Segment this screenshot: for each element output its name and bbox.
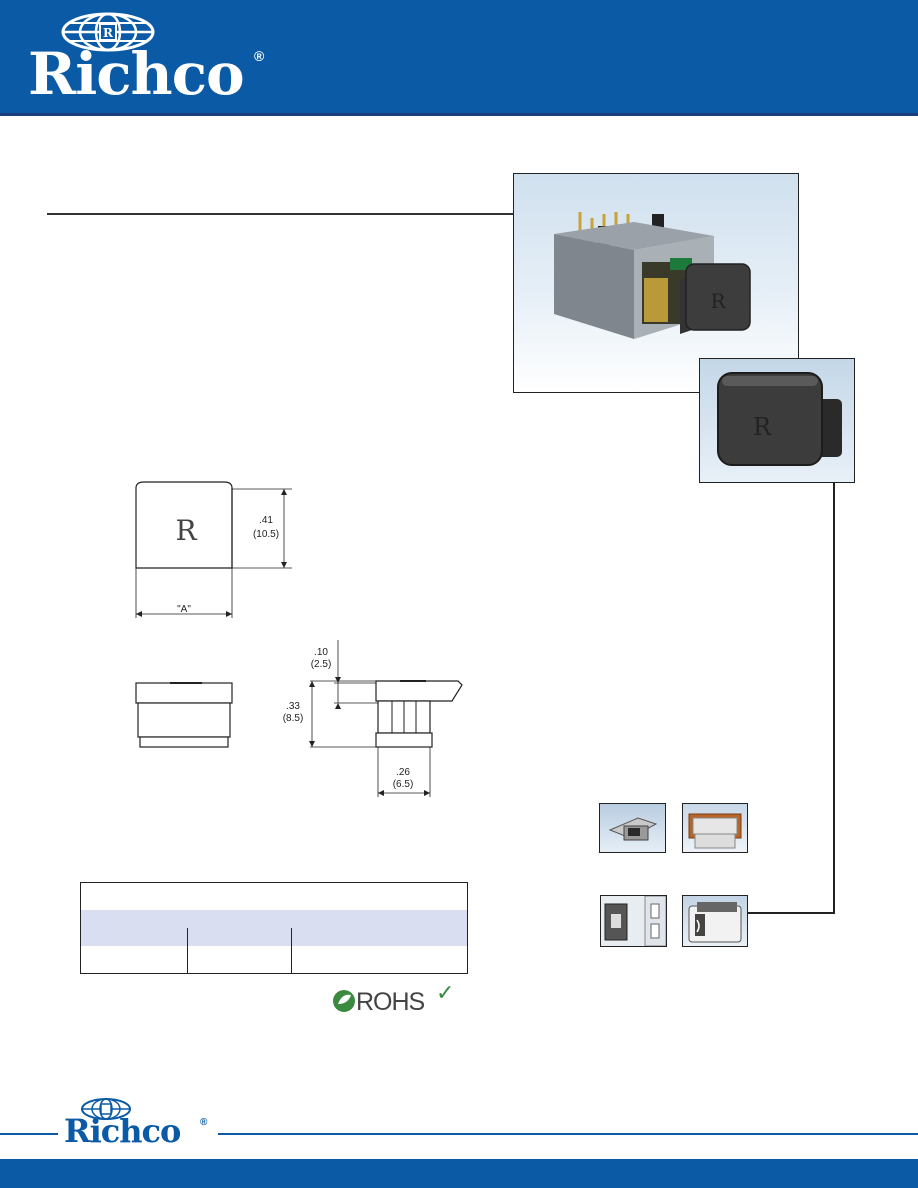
svg-text:R: R: [710, 289, 726, 313]
header-registered-mark: ®: [254, 48, 265, 64]
globe-icon: [81, 1098, 131, 1120]
spec-table: [80, 882, 468, 975]
spec-table-col-divider: [291, 928, 292, 974]
drawing-side-view: [309, 640, 463, 797]
product-photo-main: R: [513, 173, 799, 393]
section-rule: [47, 213, 515, 215]
spec-table-col-divider: [187, 928, 188, 974]
plug-closeup-illustration: R: [717, 372, 842, 466]
product-photo-closeup: R: [699, 358, 855, 483]
callout-line-horizontal: [748, 912, 835, 914]
footer-rule: [0, 1133, 918, 1135]
dim-height-mm: (10.5): [252, 529, 280, 540]
application-thumbnail-cap: [682, 895, 748, 947]
connector-illustration: R: [554, 212, 751, 339]
rohs-badge: ROHS ✓: [332, 981, 458, 1019]
dim-leg-mm: (6.5): [392, 779, 414, 790]
footer-logo-text: Richco: [64, 1112, 181, 1150]
rohs-label: ROHS: [356, 988, 425, 1016]
footer-registered-mark: ®: [200, 1117, 208, 1128]
application-thumbnail-sealed-plug: [682, 803, 748, 853]
svg-text:R: R: [103, 26, 114, 40]
application-thumbnail-usb-plug: [599, 803, 666, 853]
dim-lip-mm: (2.5): [310, 659, 332, 670]
spec-table-title-row: [80, 882, 468, 912]
drawing-top-view: [135, 682, 233, 748]
drawing-front-view: R: [135, 481, 292, 618]
svg-text:R: R: [753, 413, 772, 441]
dim-depth-in: .33: [286, 701, 300, 712]
callout-line-vertical: [833, 483, 835, 914]
header-logo-text: Richco: [28, 40, 245, 108]
dim-height-in: .41: [259, 515, 273, 526]
rohs-check-icon: ✓: [436, 981, 455, 1006]
footer-logo: Richco ®: [58, 1095, 218, 1153]
dim-width-label: "A": [177, 604, 191, 615]
dim-lip-in: .10: [314, 647, 328, 658]
dim-leg-in: .26: [396, 767, 410, 778]
spec-table-header-row: [80, 928, 468, 947]
leaf-icon: [333, 990, 355, 1012]
header-bar: R Richco ®: [0, 0, 918, 113]
application-thumbnail-panel: [600, 895, 667, 947]
dim-depth-mm: (8.5): [282, 713, 304, 724]
svg-text:R: R: [175, 514, 197, 547]
spec-table-row: [80, 959, 468, 974]
header-divider: [0, 113, 918, 116]
spec-table-subtitle-row: [80, 910, 468, 929]
header-logo: R Richco ®: [28, 10, 273, 105]
footer-bar: [0, 1159, 918, 1188]
spec-table-row: [80, 946, 468, 960]
globe-icon: R: [61, 12, 155, 52]
